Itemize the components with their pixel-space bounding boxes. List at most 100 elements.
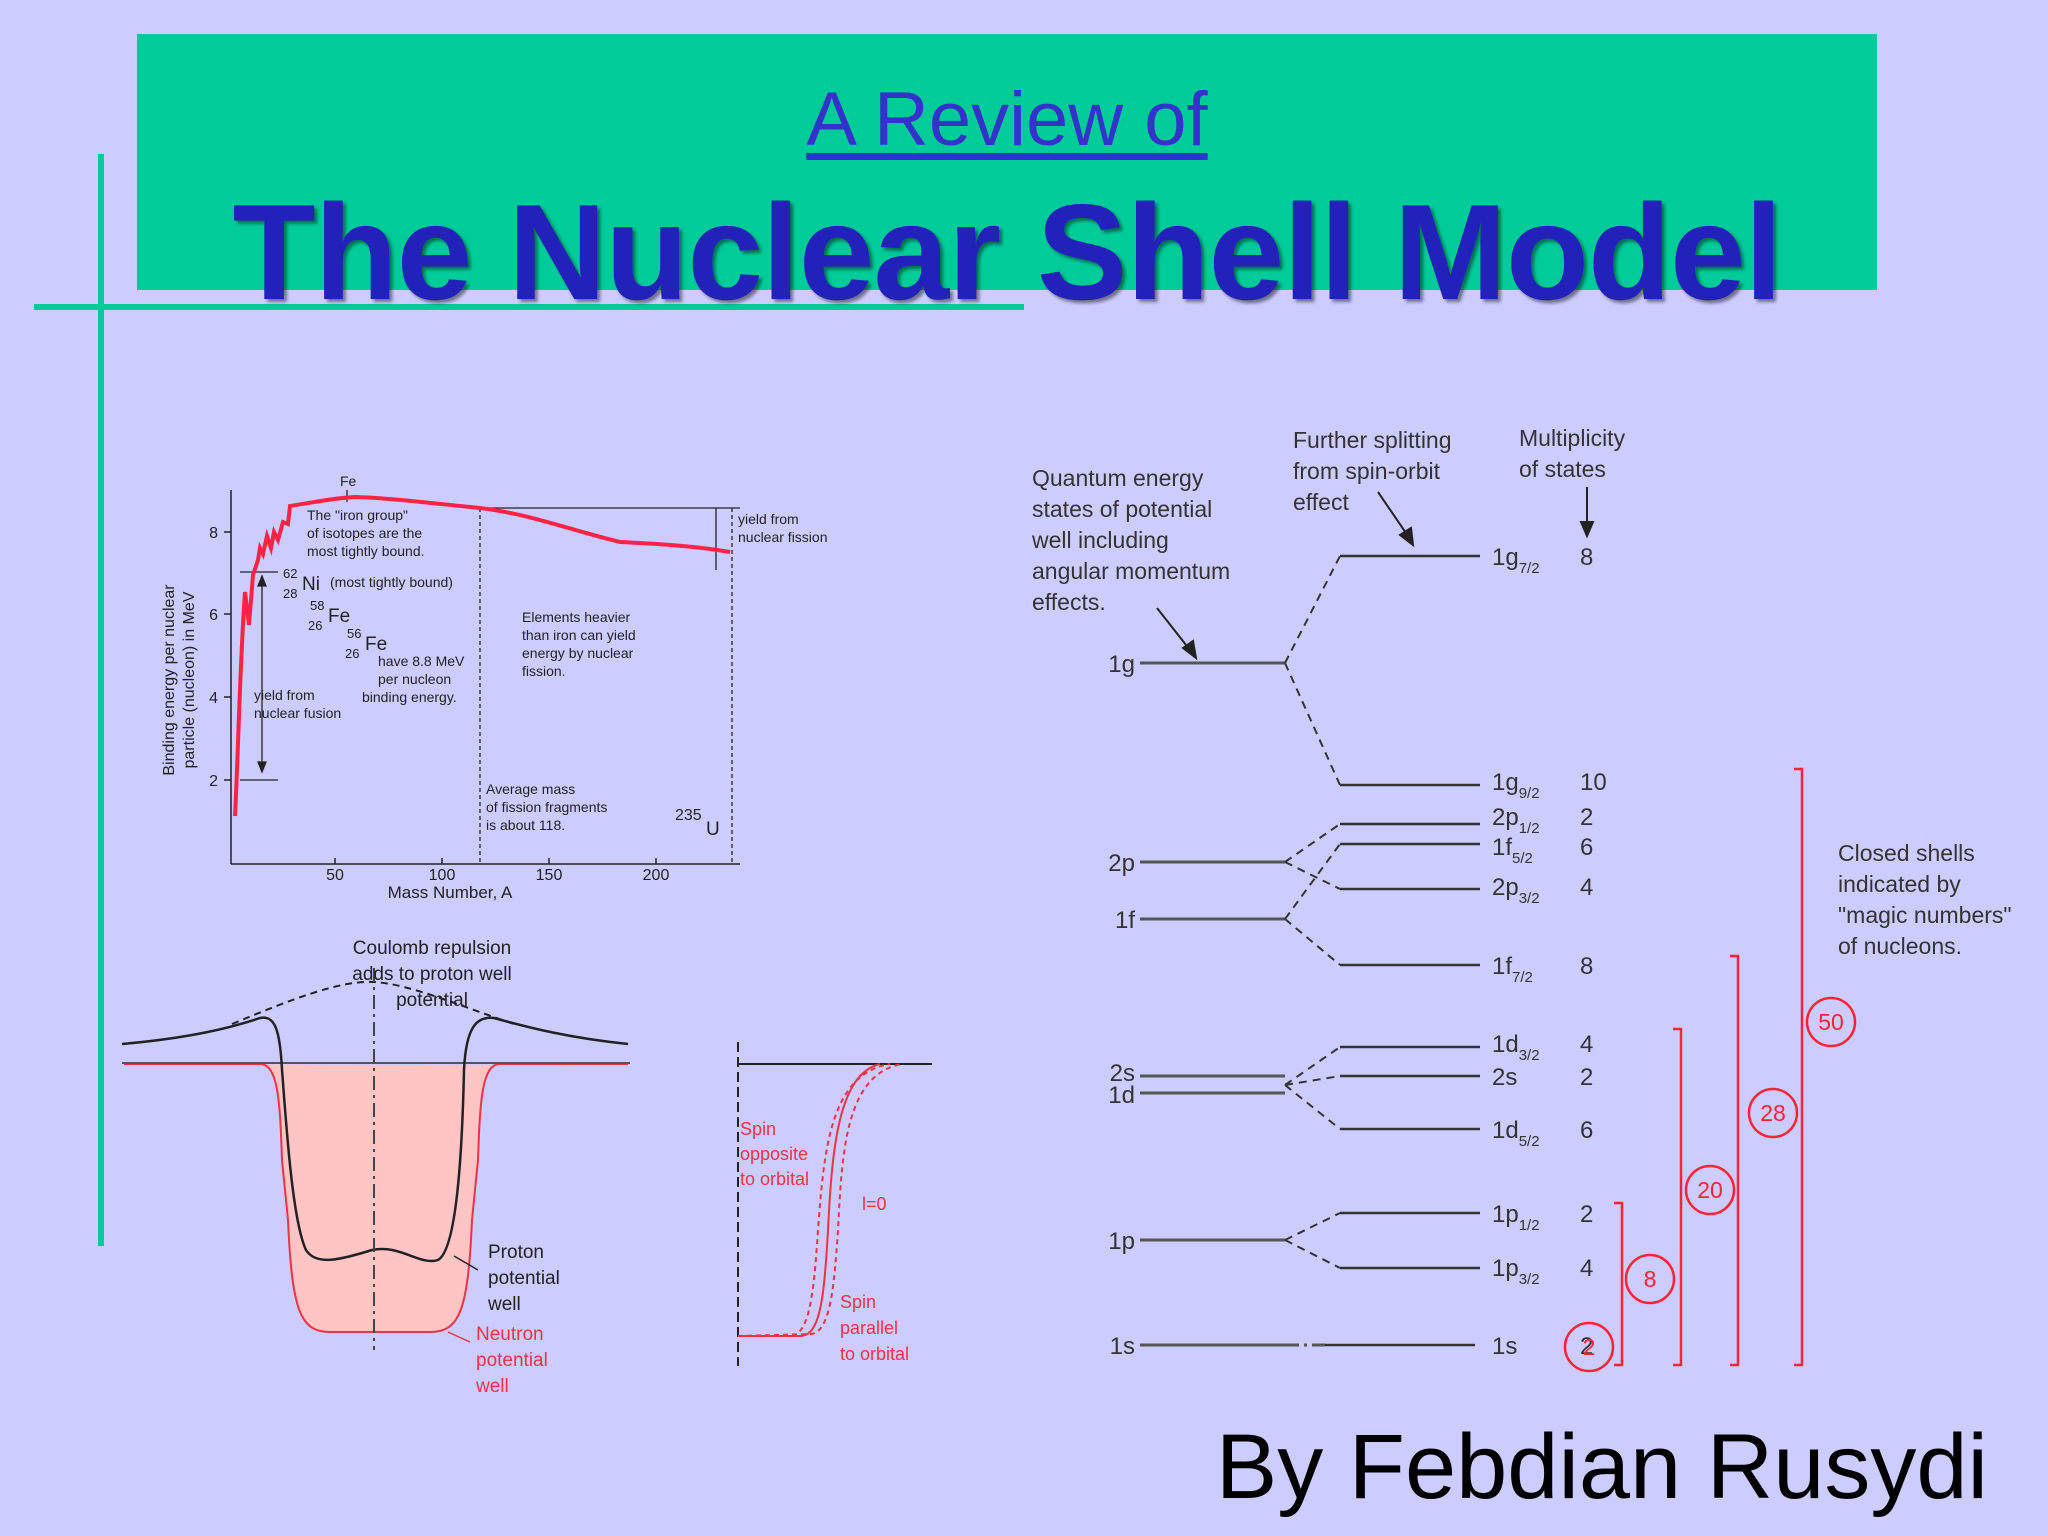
reference-lines bbox=[240, 490, 740, 864]
iron-group-note: most tightly bound. bbox=[307, 543, 425, 559]
neutron-note: Neutron bbox=[476, 1324, 544, 1345]
right-level-label: 1p1/2 bbox=[1492, 1201, 1540, 1234]
ni-note: (most tightly bound) bbox=[330, 574, 453, 590]
average-mass-note: Average mass bbox=[486, 781, 575, 797]
annotation-arrows bbox=[1156, 487, 1595, 661]
proton-note: Proton bbox=[488, 1242, 544, 1263]
multiplicity-value: 4 bbox=[1580, 874, 1593, 901]
heavier-note: Elements heavier bbox=[522, 609, 631, 625]
left-level-lines bbox=[1140, 661, 1285, 1347]
multiplicity-value: 2 bbox=[1580, 1064, 1593, 1091]
spin-parallel-note: parallel bbox=[840, 1318, 898, 1338]
level-2p: 2p bbox=[1108, 850, 1135, 877]
l0-label: l=0 bbox=[862, 1194, 887, 1214]
slide-title: The Nuclear Shell Model bbox=[232, 176, 1783, 328]
u-mass: 235 bbox=[675, 807, 702, 824]
closed-shells-note: "magic numbers" bbox=[1838, 902, 2012, 928]
ni-mass: 62 bbox=[283, 566, 297, 581]
spin-parallel-note: Spin bbox=[840, 1292, 876, 1312]
level-1p: 1p bbox=[1108, 1228, 1135, 1255]
multiplicity-value: 2 bbox=[1580, 1333, 1593, 1360]
spin-parallel-note: to orbital bbox=[840, 1344, 909, 1364]
y-tick-label: 4 bbox=[209, 690, 218, 707]
right-level-label: 2p1/2 bbox=[1492, 804, 1540, 837]
multiplicity-value: 4 bbox=[1580, 1031, 1593, 1058]
magic-number-label: 2 bbox=[1583, 1334, 1596, 1360]
magic-brackets bbox=[1614, 767, 1804, 1367]
y-axis-label-line1: Binding energy per nuclear bbox=[161, 584, 178, 776]
right-level-label: 1d3/2 bbox=[1492, 1031, 1540, 1064]
further-note: from spin-orbit bbox=[1293, 458, 1441, 484]
further-note: effect bbox=[1293, 489, 1349, 515]
closed-shells-note: indicated by bbox=[1838, 871, 1961, 897]
mev-note: have 8.8 MeV bbox=[378, 653, 465, 669]
spin-orbit-diagram: Spin opposite to orbital l=0 Spin parall… bbox=[737, 1042, 932, 1366]
multiplicity-value: 6 bbox=[1580, 1117, 1593, 1144]
fusion-note: nuclear fusion bbox=[254, 705, 341, 721]
y-tick-label: 2 bbox=[209, 773, 218, 790]
fe58-mass: 58 bbox=[310, 598, 324, 613]
level-1f: 1f bbox=[1115, 907, 1135, 934]
right-level-label: 1p3/2 bbox=[1492, 1255, 1540, 1288]
level-1d: 1d bbox=[1108, 1082, 1135, 1109]
level-1s: 1s bbox=[1110, 1333, 1135, 1360]
coulomb-note: potential bbox=[396, 990, 468, 1011]
binding-energy-curve bbox=[233, 494, 731, 817]
l0-curve bbox=[738, 1063, 881, 1337]
author-name: By Febdian Rusydi bbox=[1215, 1416, 1988, 1518]
x-tick-label: 200 bbox=[643, 867, 670, 884]
right-level-labels: 1g7/21g9/22p1/21f5/22p3/21f7/21d3/22s1d5… bbox=[1492, 544, 1540, 1360]
level-2s: 2s bbox=[1110, 1060, 1135, 1087]
magic-number-circle bbox=[1684, 1164, 1736, 1216]
spin-opposite-note: to orbital bbox=[740, 1169, 809, 1189]
multiplicity-note: of states bbox=[1519, 456, 1606, 482]
neutron-note: well bbox=[475, 1376, 509, 1397]
ni-symbol: Ni bbox=[302, 574, 320, 595]
neutron-arrow bbox=[447, 1331, 471, 1343]
right-level-label: 1s bbox=[1492, 1333, 1517, 1360]
fission-note: nuclear fission bbox=[738, 529, 828, 545]
splitting-connectors bbox=[1284, 555, 1341, 1269]
multiplicity-value: 4 bbox=[1580, 1255, 1593, 1282]
right-level-label: 1d5/2 bbox=[1492, 1117, 1540, 1150]
heavier-note: fission. bbox=[522, 663, 566, 679]
shell-level-diagram: 1g 2p 1f 2s 1d 1p 1s 1g7/21g9/22p1/21f5/… bbox=[1031, 425, 2012, 1373]
fission-note: yield from bbox=[738, 511, 799, 527]
magic-number-circle bbox=[1805, 996, 1857, 1048]
fe56-symbol: Fe bbox=[365, 634, 387, 655]
mev-note: per nucleon bbox=[378, 671, 451, 687]
right-level-label: 1f5/2 bbox=[1492, 834, 1533, 867]
right-level-label: 1g7/2 bbox=[1492, 544, 1540, 577]
iron-group-note: The "iron group" bbox=[307, 507, 408, 523]
iron-group-note: of isotopes are the bbox=[307, 525, 422, 541]
x-tick-label: 50 bbox=[326, 867, 344, 884]
binding-energy-chart: 2 4 6 8 50 100 150 200 Mass Number, A Bi… bbox=[161, 473, 828, 902]
magic-number-label: 20 bbox=[1697, 1177, 1723, 1203]
magic-number-label: 28 bbox=[1760, 1100, 1786, 1126]
heavier-note: energy by nuclear bbox=[522, 645, 634, 661]
right-level-label: 2s bbox=[1492, 1064, 1517, 1091]
spin-labels: Spin opposite to orbital l=0 Spin parall… bbox=[740, 1119, 909, 1364]
average-mass-note: of fission fragments bbox=[486, 799, 607, 815]
right-level-label: 2p3/2 bbox=[1492, 874, 1540, 907]
multiplicity-value: 8 bbox=[1580, 544, 1593, 571]
mev-note: binding energy. bbox=[362, 689, 457, 705]
proton-well-curve bbox=[121, 1016, 629, 1263]
u-symbol: U bbox=[706, 819, 720, 840]
closed-shells-note: of nucleons. bbox=[1838, 933, 1962, 959]
y-axis-label: Binding energy per nuclear particle (nuc… bbox=[161, 584, 198, 776]
neutron-well-fill bbox=[124, 1064, 628, 1332]
average-mass-note: is about 118. bbox=[486, 817, 565, 833]
multiplicity-value: 2 bbox=[1580, 804, 1593, 831]
coulomb-note: Coulomb repulsion bbox=[353, 938, 511, 959]
spin-parallel-curve bbox=[737, 1063, 903, 1337]
proton-note: potential bbox=[488, 1268, 560, 1289]
y-axis-label-line2: particle (nucleon) in MeV bbox=[181, 591, 198, 768]
left-level-labels: 1g 2p 1f 2s 1d 1p 1s bbox=[1108, 651, 1135, 1360]
shell-annotations: Quantum energy states of potential well … bbox=[1031, 425, 2012, 959]
further-note: Further splitting bbox=[1293, 427, 1452, 453]
multiplicity-note: Multiplicity bbox=[1519, 425, 1626, 451]
fe56-z: 26 bbox=[345, 646, 359, 661]
